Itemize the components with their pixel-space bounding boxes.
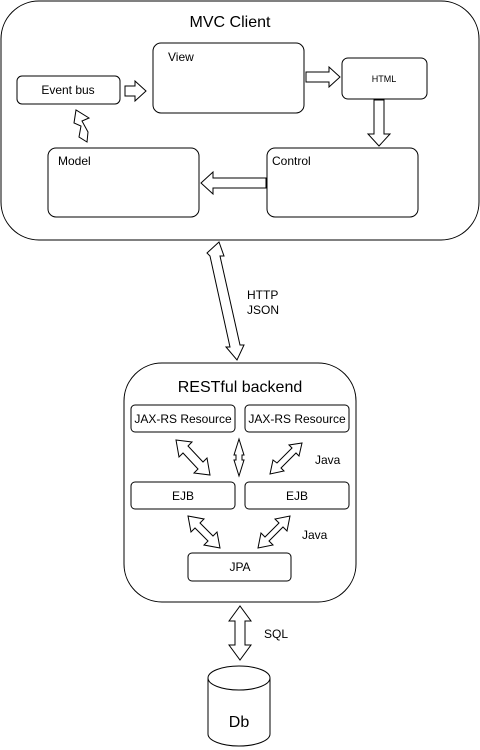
arrow-control-to-model xyxy=(200,170,267,196)
arrow-ejb-left-jpa xyxy=(187,515,221,549)
jaxrs-resource-right-box xyxy=(244,404,350,433)
http-label: HTTP xyxy=(247,288,278,302)
database-cylinder xyxy=(207,665,271,747)
jaxrs-resource-left-box xyxy=(130,404,236,433)
arrow-backend-db-sql xyxy=(228,605,252,661)
event-bus-box xyxy=(16,75,121,105)
database-cylinder-top-rim xyxy=(207,677,271,691)
html-box xyxy=(341,57,428,100)
arrow-resource-left-ejb-left xyxy=(175,439,211,476)
arrow-eventbus-to-view xyxy=(124,79,147,103)
arrow-ejb-right-jpa xyxy=(257,515,291,549)
arrow-view-to-html xyxy=(305,65,341,89)
control-label: Control xyxy=(272,154,311,168)
arrow-model-to-eventbus xyxy=(73,109,91,143)
arrow-client-backend-http xyxy=(206,241,245,361)
jaxrs-resource-right-label: JAX-RS Resource xyxy=(248,412,346,426)
json-label: JSON xyxy=(247,303,279,317)
java-upper-label: Java xyxy=(315,453,341,467)
arrow-resource-left-ejb-right xyxy=(233,437,245,478)
ejb-left-label: EJB xyxy=(172,489,194,503)
ejb-left-box xyxy=(130,481,236,510)
model-label: Model xyxy=(58,154,91,168)
view-label: View xyxy=(168,50,194,64)
arrow-html-to-control xyxy=(366,99,392,147)
java-lower-label: Java xyxy=(302,528,328,542)
event-bus-label: Event bus xyxy=(41,83,94,97)
sql-label: SQL xyxy=(264,627,288,641)
ejb-right-box xyxy=(244,481,350,510)
model-box xyxy=(47,147,200,218)
arrow-resource-right-ejb-right xyxy=(269,442,303,475)
database-label: Db xyxy=(229,714,250,731)
ejb-right-label: EJB xyxy=(286,489,308,503)
restful-backend-title: RESTful backend xyxy=(178,379,303,396)
jaxrs-resource-left-label: JAX-RS Resource xyxy=(134,412,232,426)
jpa-label: JPA xyxy=(229,560,250,574)
control-box xyxy=(266,147,419,218)
jpa-box xyxy=(187,552,292,582)
mvc-client-title: MVC Client xyxy=(190,14,271,31)
html-label: HTML xyxy=(372,74,397,84)
view-box xyxy=(152,42,305,114)
